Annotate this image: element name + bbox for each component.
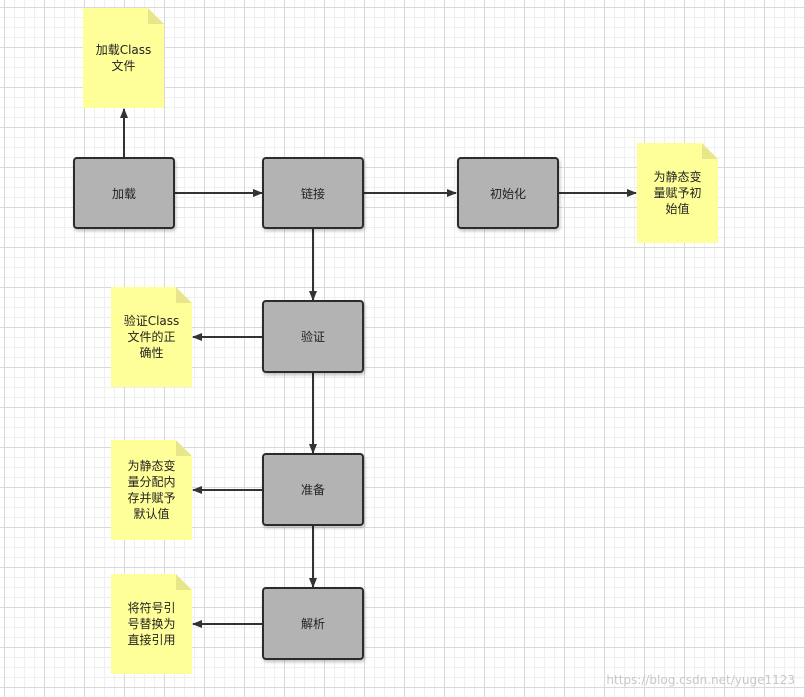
note-init-text: 为静态变 量赋予初 始值 [653,170,702,216]
note-load[interactable]: 加载Class 文件 [83,8,164,108]
node-verify[interactable]: 验证 [262,300,364,373]
node-verify-label: 验证 [300,330,325,344]
node-prepare-label: 准备 [300,483,325,497]
note-resolve-text: 将符号引 号替换为 直接引用 [127,601,176,647]
node-init[interactable]: 初始化 [457,157,559,229]
note-prepare-text: 为静态变 量分配内 存并赋予 默认值 [127,459,176,521]
node-link[interactable]: 链接 [262,157,364,229]
node-resolve-label: 解析 [300,617,325,631]
note-init[interactable]: 为静态变 量赋予初 始值 [637,143,718,243]
node-prepare[interactable]: 准备 [262,453,364,526]
node-load-label: 加载 [111,186,136,201]
note-verify[interactable]: 验证Class 文件的正 确性 [111,287,192,387]
watermark: https://blog.csdn.net/yuge1123 [606,673,795,687]
note-resolve[interactable]: 将符号引 号替换为 直接引用 [111,574,192,674]
note-verify-text: 验证Class 文件的正 确性 [123,314,180,360]
node-load[interactable]: 加载 [73,157,175,229]
node-resolve[interactable]: 解析 [262,587,364,660]
node-init-label: 初始化 [489,186,526,201]
note-load-text: 加载Class 文件 [95,43,152,73]
node-link-label: 链接 [300,186,325,201]
note-prepare[interactable]: 为静态变 量分配内 存并赋予 默认值 [111,440,192,540]
